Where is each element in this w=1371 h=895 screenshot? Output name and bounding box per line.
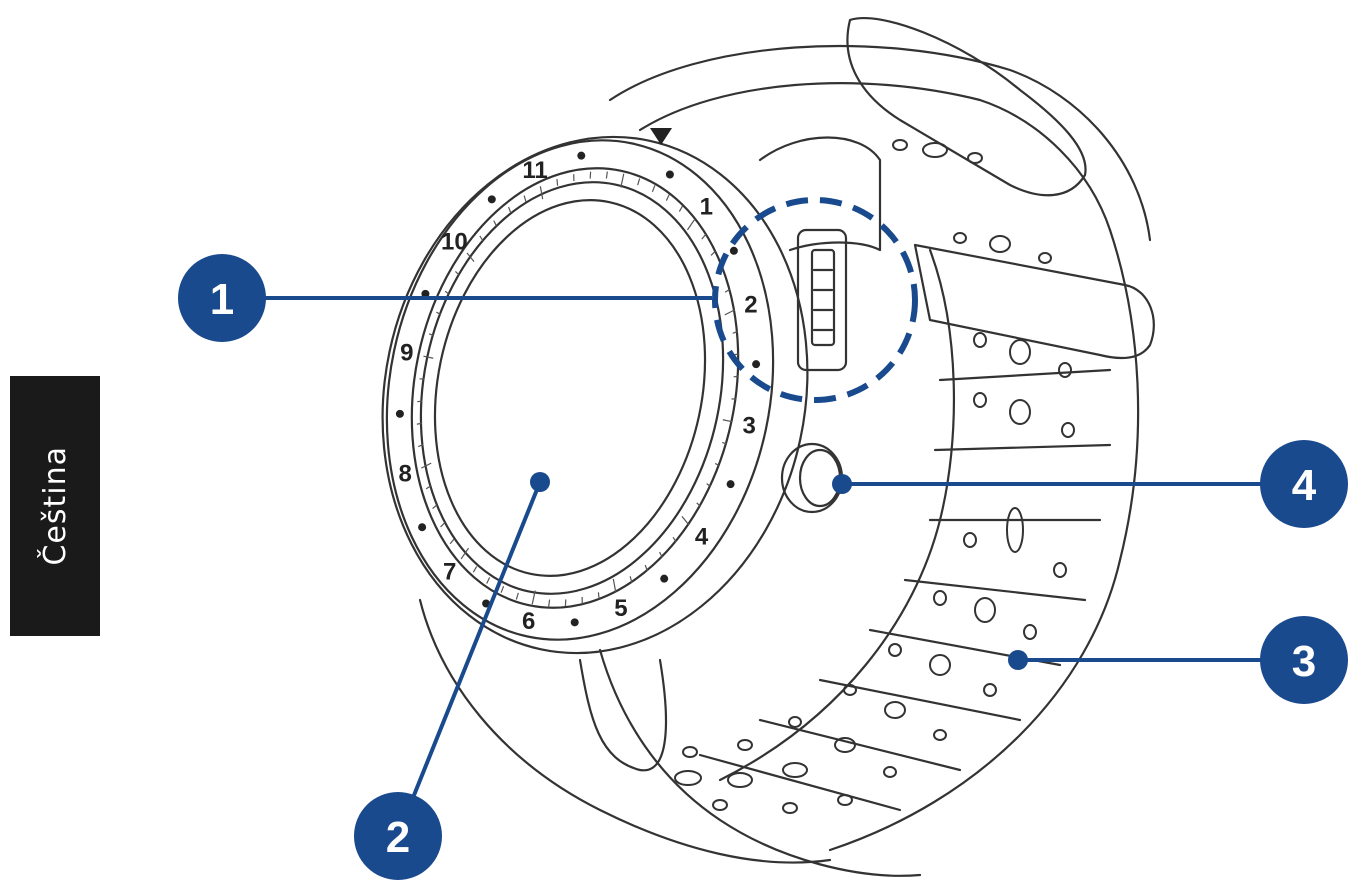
bezel-number: 2 (744, 292, 757, 319)
bezel-dot (666, 170, 674, 178)
callout-1: 1 (178, 254, 266, 342)
bezel-tick (549, 600, 550, 607)
callout-3: 3 (1260, 616, 1348, 704)
bezel-tick (652, 185, 654, 191)
bezel-number: 5 (614, 595, 627, 622)
bezel-dot (730, 247, 738, 255)
bezel-tick (557, 179, 558, 186)
bezel-inner (372, 138, 777, 639)
bezel-tick (487, 577, 490, 583)
bezel-tick (509, 207, 511, 213)
bezel-dot (660, 575, 668, 583)
bezel-tick (666, 194, 669, 200)
bezel-tick (702, 234, 706, 239)
callout-1-label: 1 (210, 275, 234, 324)
bezel-tick (687, 219, 694, 230)
leader-dot-3 (1008, 650, 1028, 670)
bezel-dot (571, 618, 579, 626)
bezel-tick (516, 593, 518, 600)
callout-4-label: 4 (1292, 461, 1317, 510)
bezel-dot (418, 523, 426, 531)
strap-right-outer (830, 230, 1138, 850)
bezel-tick (638, 178, 640, 185)
bezel-tick (450, 539, 454, 544)
strap-seg (935, 445, 1110, 450)
bezel-tick (606, 172, 607, 179)
bezel-number: 1 (700, 193, 713, 220)
bezel-number: 9 (400, 340, 413, 367)
bezel-tick (494, 221, 497, 226)
bezel-tick (613, 579, 615, 592)
strap-seg (940, 370, 1110, 380)
bezel-tick (473, 566, 476, 572)
callout-3-label: 3 (1292, 637, 1316, 686)
bezel-tick (441, 523, 445, 527)
bezel-number: 7 (443, 559, 456, 586)
callout-2: 2 (354, 792, 442, 880)
strap-keeper (847, 18, 1085, 195)
bezel-tick (711, 251, 715, 255)
bezel-dot (577, 152, 585, 160)
bezel-tick (682, 516, 689, 525)
bezel-tick (598, 592, 599, 599)
side-button (782, 444, 842, 512)
bezel-dot (752, 360, 760, 368)
bezel-dot (727, 480, 735, 488)
strap-seg (760, 720, 960, 770)
bezel-number: 11 (522, 157, 547, 184)
strap-front-lower-edge (420, 600, 830, 863)
callout-2-label: 2 (386, 813, 410, 862)
bezel-number: 4 (695, 523, 709, 550)
bezel-dot (396, 410, 404, 418)
bezel-tick (524, 196, 526, 202)
bezel-tick (725, 310, 735, 315)
strap-front-lower (600, 650, 920, 876)
callout-4: 4 (1260, 440, 1348, 528)
bezel-tick (501, 586, 503, 592)
bezel-tick (679, 206, 682, 212)
bezel-dot (488, 195, 496, 203)
strap-seg (905, 580, 1085, 600)
leader-dot-4 (832, 474, 852, 494)
bezel-number: 8 (398, 460, 411, 487)
leader-dot-2 (530, 472, 550, 492)
bezel-number: 6 (522, 608, 535, 635)
bezel-tick (480, 236, 483, 241)
watch-lug-bottom (580, 660, 666, 770)
watch-lug-top (760, 138, 880, 251)
bezel-number: 3 (742, 412, 755, 439)
bezel-number: 10 (441, 229, 468, 256)
